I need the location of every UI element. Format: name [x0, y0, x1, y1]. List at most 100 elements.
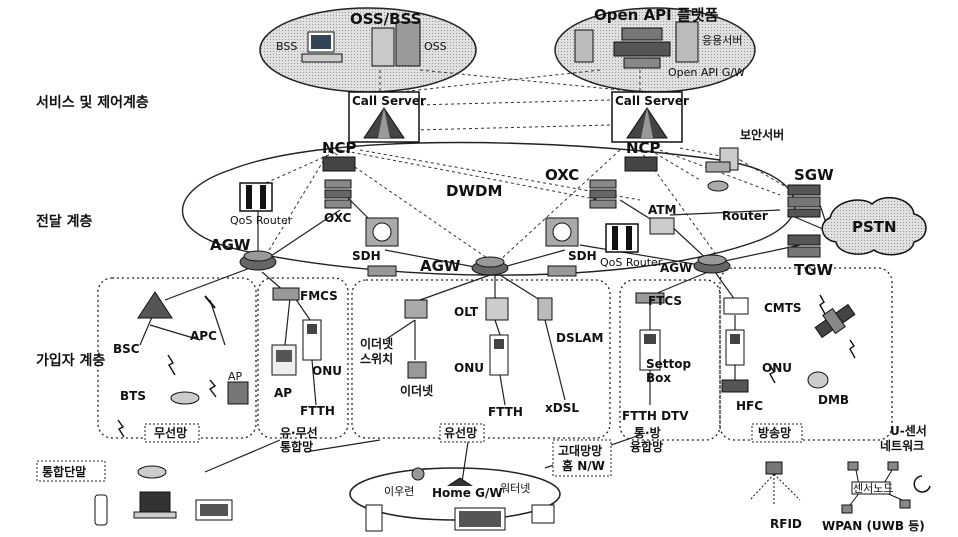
ethernet-switch-icon [404, 299, 428, 319]
router-icon [707, 180, 729, 192]
ftcs-label: FTCS [648, 294, 682, 308]
open-api-gw-label: Open API G/W [668, 66, 745, 79]
agw-mid-icon [471, 256, 509, 276]
cmts-label: CMTS [764, 301, 802, 315]
transport-ring [181, 141, 796, 276]
integrated-terminal-label: 통합단말 [42, 464, 86, 479]
security-server-label: 보안서버 [740, 127, 784, 142]
bss-label: BSS [276, 40, 297, 53]
comm-broadcast-label-1: 통·방 [634, 425, 661, 440]
ethernet-switch-label-2: 스위치 [360, 351, 393, 366]
sensor-node-label-box [851, 481, 891, 495]
qos-router-left-label: QoS Router [230, 214, 293, 227]
open-api-gw-icon [613, 27, 671, 69]
apc-label: APC [190, 329, 217, 343]
home-network-label-1: 고대망망 [558, 444, 602, 458]
onu-mid-icon [489, 334, 509, 376]
tgw-icon [787, 234, 821, 258]
ftth-left-label: FTTH [300, 404, 335, 418]
atm-icon [649, 217, 675, 235]
terminal-pda-icon [195, 499, 233, 521]
onu-right-icon [725, 329, 745, 366]
wired-region [351, 279, 611, 439]
signaling-links [249, 69, 801, 266]
home-left-label: 이우련 [384, 485, 414, 498]
wired-label-box [439, 423, 485, 443]
qos-router-right-icon [605, 223, 639, 253]
onu-mid-label: ONU [454, 361, 484, 375]
ethernet-switch-label-1: 이더넷 [360, 336, 393, 351]
fmcs-icon [272, 287, 300, 301]
ethernet-label: 이더넷 [400, 383, 433, 398]
comm-broadcast-label-2: 융합망 [630, 439, 663, 454]
wired-wireless-region [257, 277, 349, 439]
layer-service-control: 서비스 및 제어계층 [36, 94, 149, 111]
home-camera-icon [411, 467, 425, 481]
call-server-right-label: Call Server [615, 94, 689, 108]
tgw-label: TGW [794, 261, 834, 279]
ap-small-icon [227, 381, 249, 405]
call-server-left-icon [348, 91, 420, 143]
settop-box-icon [639, 329, 661, 371]
cmts-icon [723, 297, 749, 315]
sdh-left-label: SDH [352, 249, 381, 263]
apc-icon [204, 295, 216, 309]
oss-label: OSS [424, 40, 447, 53]
agw-left-label: AGW [210, 236, 251, 254]
u-sensor-label-1: U-센서 [890, 423, 927, 438]
comm-broadcast-region [619, 279, 721, 441]
dslam-label: DSLAM [556, 331, 603, 345]
layer-transport: 전달 계층 [36, 213, 93, 230]
ftth-dtv-label: FTTH DTV [622, 409, 689, 423]
home-device-left-icon [365, 504, 383, 532]
settop-label-2: Box [646, 371, 671, 385]
app-server-label: 응용서버 [702, 34, 742, 47]
wireless-region [97, 277, 257, 439]
ncp-right-label: NCP [626, 139, 661, 157]
dmb-label: DMB [818, 393, 849, 407]
xdsl-label: xDSL [545, 401, 579, 415]
sgw-label: SGW [794, 166, 834, 184]
call-server-right-icon [611, 91, 683, 143]
broadcast-label-box [751, 423, 803, 443]
rfid-reader-icon [749, 461, 801, 505]
oss-server-icon [371, 21, 421, 67]
satellite-icon [814, 303, 856, 339]
sgw-icon [787, 184, 821, 218]
qos-router-right-label: QoS Router [600, 256, 663, 269]
hfc-icon [721, 379, 749, 393]
wpan-label: WPAN (UWB 등) [822, 519, 925, 533]
olt-label: OLT [454, 305, 479, 319]
oxc-right-icon [589, 179, 617, 209]
u-sensor-label-2: 네트워크 [880, 438, 924, 453]
broadcast-region [719, 267, 893, 441]
home-tv-icon [454, 507, 506, 531]
oxc-left-label: OXC [324, 211, 352, 225]
layer-subscriber: 가입자 계층 [36, 353, 105, 369]
home-right-label: 워터넷 [500, 482, 530, 495]
qos-router-left-icon [239, 182, 273, 212]
sensor-node-label: 센서노드 [853, 482, 893, 495]
rfid-label: RFID [770, 517, 802, 531]
broadcast-label: 방송망 [758, 425, 791, 440]
wireless-label: 무선망 [154, 425, 187, 440]
integrated-terminal-label-box [36, 460, 106, 482]
dwdm-label: DWDM [446, 182, 502, 200]
agw-left-icon [239, 250, 277, 271]
oxc-right-label: OXC [545, 166, 579, 184]
home-network-label-box [552, 439, 612, 477]
ap-label: AP [274, 386, 292, 400]
oss-bss-title: OSS/BSS [350, 10, 422, 28]
sensor-loop-icon [913, 475, 931, 493]
wired-label: 유선망 [444, 425, 477, 440]
agw-right-icon [693, 254, 731, 274]
router-label: Router [722, 209, 768, 223]
security-server-icon [705, 147, 739, 173]
onu-left-label: ONU [312, 364, 342, 378]
onu-left-icon [302, 319, 322, 361]
bsc-label: BSC [113, 342, 140, 356]
ethernet-icon [407, 361, 427, 379]
home-network-label-2: 홈 N/W [562, 458, 605, 473]
bts-label: BTS [120, 389, 146, 403]
